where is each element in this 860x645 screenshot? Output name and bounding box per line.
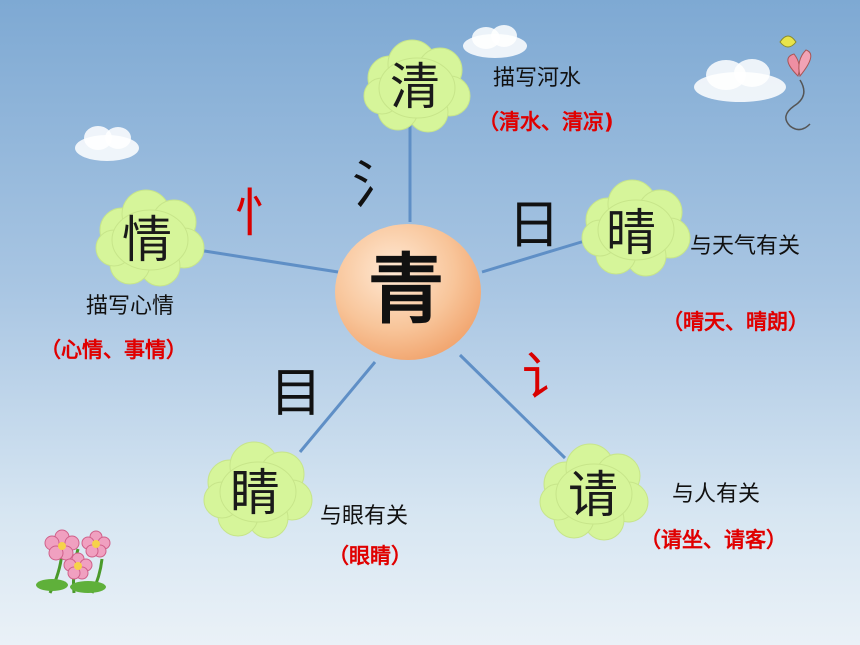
butterfly-icon [779,35,812,131]
node-char-qing-heart: 情 [122,211,172,269]
examples-qing-weather: （晴天、晴朗） [662,310,809,334]
description-qing-ask: 与人有关 [672,482,761,507]
connector-line-qing-weather [481,238,589,274]
cloud-node-qing-water [363,39,471,133]
cloud-icon [694,59,786,102]
examples-jing-eye: （眼睛） [328,544,412,568]
cloud-node-qing-heart [95,189,205,287]
description-qing-heart: 描写心情 [86,294,175,319]
description-qing-water: 描写河水 [493,66,582,91]
cloud-icon [463,25,527,58]
connector-line-jing-eye [298,361,377,453]
radical-eye: 目 [270,364,323,424]
connector-line-qing-ask [458,353,567,460]
examples-qing-heart: （心情、事情） [40,338,187,362]
connector-line-qing-heart [197,248,339,274]
cloud-icon [75,126,139,161]
examples-qing-ask: （请坐、请客） [640,528,787,552]
description-qing-weather: 与天气有关 [690,234,801,259]
cloud-node-qing-ask [539,443,649,541]
radical-water: 氵 [352,156,405,216]
center-circle [335,224,481,360]
radical-speech: 讠 [522,348,575,408]
cloud-node-jing-eye [203,441,313,539]
node-char-qing-ask: 请 [568,466,618,524]
node-char-jing-eye: 睛 [230,464,280,522]
radical-heart: 忄 [234,184,287,244]
cloud-node-qing-weather [581,179,691,277]
examples-qing-water: （清水、清凉) [478,110,614,134]
flower-icon [36,529,111,594]
node-char-qing-water: 清 [390,58,440,116]
node-char-qing-weather: 晴 [606,204,656,262]
description-jing-eye: 与眼有关 [320,504,409,529]
radical-sun: 日 [508,196,561,256]
center-character: 青 [368,245,444,334]
